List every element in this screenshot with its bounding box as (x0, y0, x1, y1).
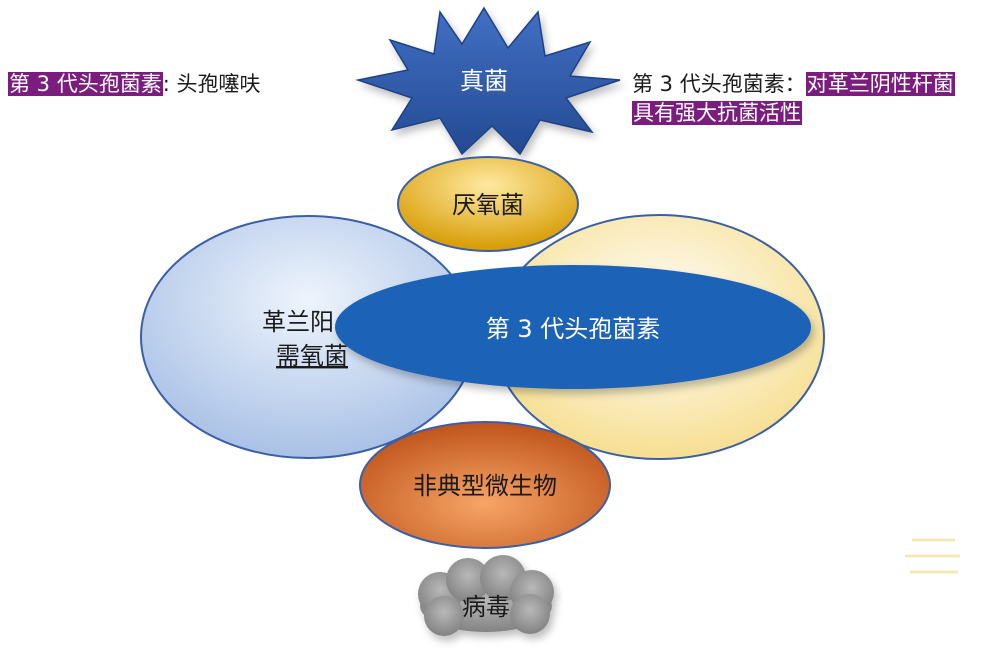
fungi-star (355, 6, 621, 156)
fungi-label: 真菌 (460, 67, 508, 95)
center-oval (335, 265, 811, 389)
anaerobe-label: 厌氧菌 (452, 191, 524, 219)
atypical-oval (359, 421, 611, 549)
left-annotation-highlight: 第 3 代头孢菌素 (8, 72, 163, 96)
left-annotation-rest: : 头孢噻呋 (162, 72, 261, 96)
decorative-lines (905, 538, 960, 574)
right-annotation-highlight-line2: 具有强大抗菌活性 (632, 101, 802, 125)
right-annotation-line2: 具有强大抗菌活性 (632, 99, 955, 128)
right-annotation-prefix: 第 3 代头孢菌素： (632, 72, 806, 96)
gram-positive-label-line2: 需氧菌 (276, 342, 348, 370)
center-label: 第 3 代头孢菌素 (486, 315, 661, 343)
left-annotation: 第 3 代头孢菌素: 头孢噻呋 (8, 70, 260, 99)
virus-label: 病毒 (462, 593, 510, 621)
virus-cloud (418, 555, 554, 636)
atypical-label: 非典型微生物 (413, 472, 557, 500)
right-annotation-line1: 第 3 代头孢菌素：对革兰阴性杆菌 (632, 70, 955, 99)
right-annotation-highlight-line1: 对革兰阴性杆菌 (805, 72, 955, 96)
anaerobe-oval (397, 156, 579, 252)
gram-positive-label-line1: 革兰阳 (262, 308, 334, 336)
right-annotation: 第 3 代头孢菌素：对革兰阴性杆菌 具有强大抗菌活性 (632, 70, 955, 128)
